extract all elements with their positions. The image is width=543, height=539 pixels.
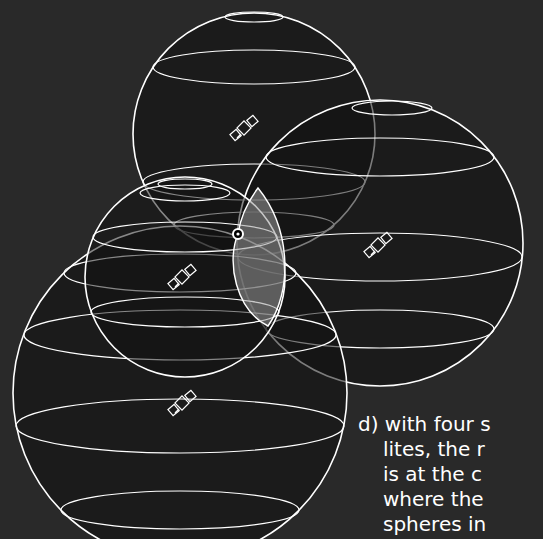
sphere-cap	[140, 185, 230, 201]
caption-line: is at the c	[383, 462, 482, 486]
satellite-icon	[230, 115, 258, 140]
latitude-line	[266, 138, 494, 176]
sphere-outline	[85, 177, 285, 377]
latitude-line	[61, 491, 299, 529]
caption-line: d) with four s	[358, 412, 491, 436]
caption-line: lites, the r	[383, 437, 485, 461]
latitude-line	[16, 399, 344, 453]
caption-line: where the	[383, 487, 484, 511]
sphere-cap	[352, 101, 432, 115]
sphere-cap	[158, 179, 212, 189]
satellite-icon	[168, 264, 196, 289]
sphere-cap	[225, 12, 283, 22]
range-sphere	[85, 177, 285, 377]
intersection-region	[233, 188, 285, 326]
satellite-icon	[364, 232, 392, 257]
satellite-icon	[168, 390, 196, 415]
receiver-point	[233, 229, 243, 239]
caption-line: spheres in	[383, 512, 486, 536]
receiver-point	[236, 232, 239, 235]
latitude-line	[153, 50, 355, 84]
